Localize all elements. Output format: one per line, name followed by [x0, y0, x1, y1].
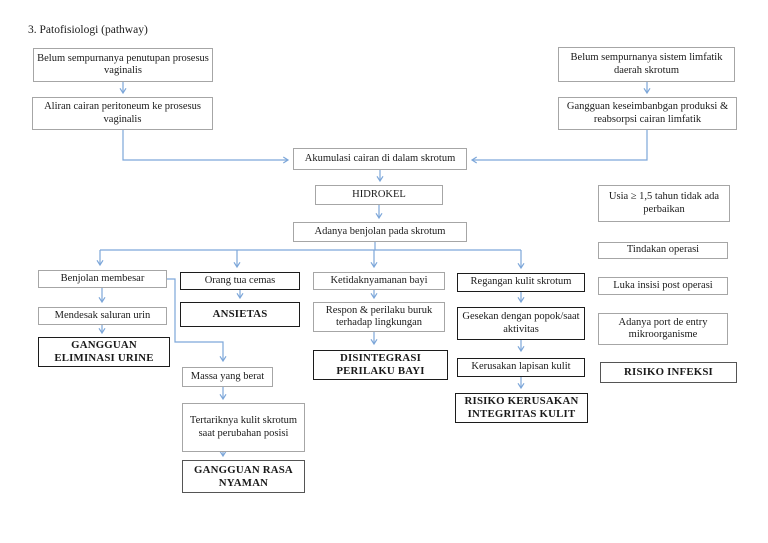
node-akumulasi: Akumulasi cairan di dalam skrotum — [293, 148, 467, 170]
arrow-aliran-akumulasi — [122, 130, 290, 164]
node-risiko-integritas: RISIKO KERUSAKAN INTEGRITAS KULIT — [455, 393, 588, 423]
node-gesekan: Gesekan dengan popok/saat aktivitas — [457, 307, 585, 340]
node-gangguan-eliminasi: GANGGUAN ELIMINASI URINE — [38, 337, 170, 367]
node-hidrokel: HIDROKEL — [315, 185, 443, 205]
page-title: 3. Patofisiologi (pathway) — [28, 24, 148, 36]
node-luka-insisi: Luka insisi post operasi — [598, 277, 728, 295]
node-regangan: Regangan kulit skrotum — [457, 273, 585, 292]
node-orang-tua-cemas: Orang tua cemas — [180, 272, 300, 290]
arrow-keseimbangan-akumulasi — [470, 130, 648, 164]
node-belum-penutupan: Belum sempurnanya penutupan prosesus vag… — [33, 48, 213, 82]
node-belum-limfatik: Belum sempurnanya sistem limfatik daerah… — [558, 47, 735, 82]
node-benjolan-membesar: Benjolan membesar — [38, 270, 167, 288]
node-benjolan-skrotum: Adanya benjolan pada skrotum — [293, 222, 467, 242]
node-aliran-cairan: Aliran cairan peritoneum ke prosesus vag… — [32, 97, 213, 130]
node-ketidaknyamanan: Ketidaknyamanan bayi — [313, 272, 445, 290]
node-kerusakan-lapisan: Kerusakan lapisan kulit — [457, 358, 585, 377]
node-massa-berat: Massa yang berat — [182, 367, 273, 387]
node-mendesak: Mendesak saluran urin — [38, 307, 167, 325]
arrow-membesar-massa — [167, 278, 227, 363]
node-risiko-infeksi: RISIKO INFEKSI — [600, 362, 737, 383]
node-port-entry: Adanya port de entry mikroorganisme — [598, 313, 728, 345]
node-gangguan-keseimbangan: Gangguan keseimbanbgan produksi & reabso… — [558, 97, 737, 130]
node-respon-perilaku: Respon & perilaku buruk terhadap lingkun… — [313, 302, 445, 332]
node-ansietas: ANSIETAS — [180, 302, 300, 327]
node-usia: Usia ≥ 1,5 tahun tidak ada perbaikan — [598, 185, 730, 222]
node-disintegrasi: DISINTEGRASI PERILAKU BAYI — [313, 350, 448, 380]
node-gangguan-nyaman: GANGGUAN RASA NYAMAN — [182, 460, 305, 493]
node-tindakan: Tindakan operasi — [598, 242, 728, 259]
node-tertarik-kulit: Tertariknya kulit skrotum saat perubahan… — [182, 403, 305, 452]
